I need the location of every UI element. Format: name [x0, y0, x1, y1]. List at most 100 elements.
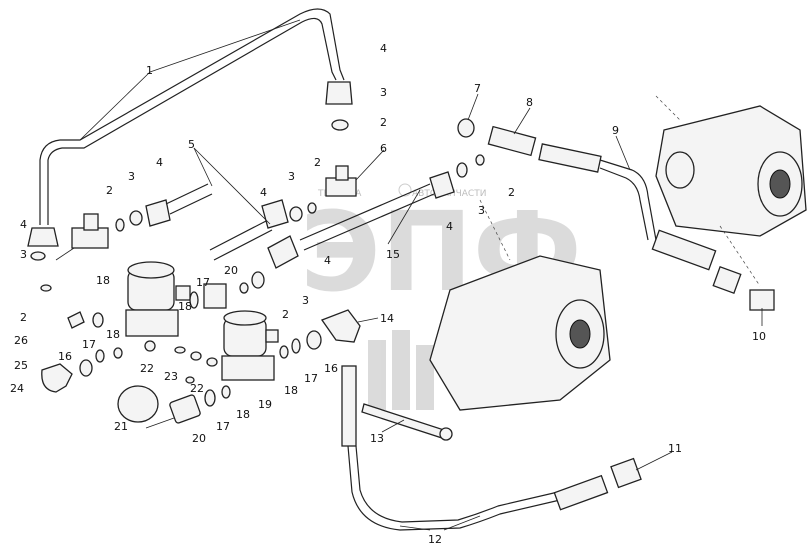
- callout-17-a: 17: [82, 338, 96, 351]
- leader-15: [387, 189, 421, 245]
- callout-22-a: 22: [140, 362, 154, 375]
- callout-17-b: 17: [196, 276, 210, 289]
- callout-18-b: 18: [106, 328, 120, 341]
- olive-3-lower: [251, 271, 265, 289]
- tee-6: [325, 177, 357, 197]
- connector-left: [175, 285, 191, 301]
- callout-17-c: 17: [304, 372, 318, 385]
- washer-16-center: [306, 330, 322, 350]
- callout-4-d: 4: [260, 186, 267, 199]
- nut-4: [145, 199, 171, 227]
- callout-7: 7: [474, 82, 481, 95]
- pipe-1-outer: [39, 8, 345, 225]
- callout-20-a: 20: [224, 264, 238, 277]
- hose-fitting-vertical: [341, 365, 357, 447]
- fitting-8: [487, 125, 537, 157]
- callout-18-e: 18: [236, 408, 250, 421]
- connector-middle: [265, 329, 279, 343]
- pump-unit-center: [429, 199, 611, 411]
- olive-3-top: [331, 119, 349, 131]
- callout-25: 25: [14, 359, 28, 372]
- nut-4-left: [27, 227, 59, 247]
- tee-branch: [83, 213, 99, 231]
- leader-13: [381, 419, 405, 433]
- pipe-1-inner: [47, 17, 337, 225]
- ring-25: [92, 312, 104, 328]
- olive-3: [129, 210, 143, 226]
- fitting-11: [610, 457, 642, 489]
- callout-4-e: 4: [446, 220, 453, 233]
- callout-4-c: 4: [20, 218, 27, 231]
- fitting-10: [749, 289, 775, 311]
- callout-4-f: 4: [324, 254, 331, 267]
- solenoid-valve-left: [125, 261, 227, 354]
- callout-3-e: 3: [478, 204, 485, 217]
- dashline-top: [655, 95, 681, 121]
- ring-17-bottom: [204, 389, 216, 407]
- bolt-13-head: [439, 427, 453, 441]
- washer-22-middle: [190, 351, 202, 361]
- pipe-5-left: [165, 183, 213, 215]
- washer-23: [206, 357, 218, 367]
- dashline-top-lower: [719, 225, 761, 287]
- hose-9-inner: [599, 167, 649, 241]
- pump-housing: [429, 255, 611, 411]
- dashline-pump: [479, 199, 511, 261]
- callout-13: 13: [370, 432, 384, 445]
- ring-17-left: [189, 291, 199, 309]
- callout-4-b: 4: [156, 156, 163, 169]
- callout-3-b: 3: [20, 248, 27, 261]
- callout-3-f: 3: [302, 294, 309, 307]
- leader-12a: [399, 525, 431, 531]
- callout-26: 26: [14, 334, 28, 347]
- cap-21: [117, 385, 159, 423]
- tee-stud: [55, 247, 75, 261]
- callout-12: 12: [428, 533, 442, 546]
- callout-18-c: 18: [178, 300, 192, 313]
- callout-15: 15: [386, 248, 400, 261]
- callout-16-b: 16: [324, 362, 338, 375]
- leader-11: [635, 451, 673, 471]
- olive-3-left: [30, 251, 46, 261]
- pipe-12-inner: [355, 445, 559, 523]
- tee-body: [71, 227, 109, 249]
- callout-3-d: 3: [380, 86, 387, 99]
- pipe-assembly-center: [209, 154, 485, 294]
- washer-22-left: [174, 346, 186, 354]
- callout-19: 19: [258, 398, 272, 411]
- leader-7: [467, 93, 479, 121]
- callout-16-a: 16: [58, 350, 72, 363]
- nut-4-center: [261, 199, 289, 229]
- leader-1a: [79, 71, 151, 141]
- fitting-20-top: [203, 283, 227, 309]
- washer-18-bottom: [221, 385, 231, 399]
- callout-2-b: 2: [20, 311, 27, 324]
- center-column-parts: [291, 309, 642, 531]
- olive-3-right: [456, 162, 468, 178]
- lower-left-parts: [117, 376, 231, 429]
- callout-5: 5: [188, 138, 195, 151]
- callout-14: 14: [380, 312, 394, 325]
- callout-2-a: 2: [106, 184, 113, 197]
- callout-10: 10: [752, 330, 766, 343]
- nut-4-top: [325, 81, 353, 105]
- callout-3-c: 3: [288, 170, 295, 183]
- hose-end-9: [538, 143, 602, 173]
- pump-flange-bore-top: [769, 169, 791, 199]
- fitting-20-stud: [145, 417, 175, 429]
- washer-17-center: [291, 338, 301, 354]
- solenoid-valve-middle: [190, 310, 289, 381]
- elbow-14: [320, 309, 361, 343]
- callout-8: 8: [526, 96, 533, 109]
- callout-2-d: 2: [380, 116, 387, 129]
- callout-18-d: 18: [284, 384, 298, 397]
- watermark-logo-icon: [368, 330, 434, 410]
- washer-18: [113, 347, 123, 359]
- washer-2-lower: [239, 282, 249, 294]
- valve-body-middle: [221, 355, 275, 381]
- callout-2-e: 2: [508, 186, 515, 199]
- callout-2-c: 2: [314, 156, 321, 169]
- callout-24: 24: [10, 382, 24, 395]
